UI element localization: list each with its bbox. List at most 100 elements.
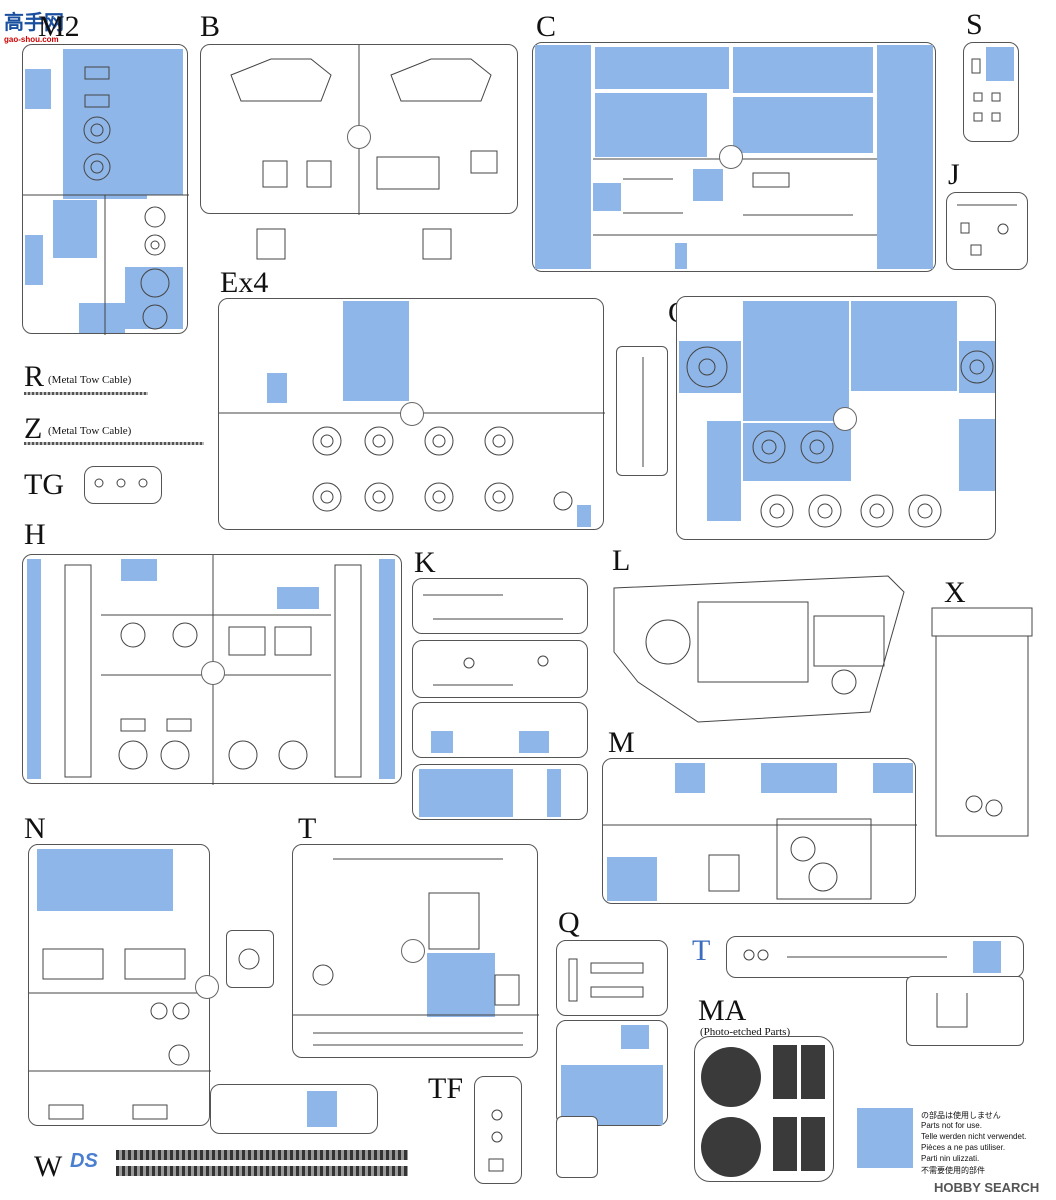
sprue-t2 [726, 936, 1024, 978]
tg-parts-drawing [94, 478, 148, 488]
hobby-search-watermark: HOBBY SEARCH [934, 1180, 1040, 1195]
sprue-c [532, 42, 936, 272]
legend-line-4: Pièces a ne pas utiliser. [921, 1143, 1006, 1152]
sprue-sub-z: (Metal Tow Cable) [48, 425, 132, 437]
unused-region [343, 301, 409, 401]
sprue-s [963, 42, 1019, 142]
g-runner-parts [642, 357, 644, 467]
t2-parts [743, 949, 947, 961]
unused-region [379, 559, 395, 779]
sprue-label-c: C [536, 10, 557, 43]
sprue-k-2 [412, 640, 588, 698]
sprue-k-4 [412, 764, 588, 820]
legend-swatch [857, 1108, 913, 1168]
unused-region [431, 731, 453, 753]
unused-region [851, 301, 957, 391]
unused-region [593, 183, 621, 211]
sprue-gate [400, 402, 424, 426]
unused-region [761, 763, 837, 793]
unused-region [25, 235, 43, 285]
h-parts-drawing [64, 555, 362, 785]
sprue-sub-ma: (Photo-etched Parts) [700, 1026, 791, 1038]
unused-region [607, 857, 657, 901]
sprue-b [200, 44, 518, 260]
sprue-label-t2: T [692, 934, 711, 967]
n-parts-drawing [29, 948, 211, 1120]
j-parts-drawing [957, 204, 1017, 256]
hull-part-x [931, 607, 1033, 837]
hull-bottom-l [613, 575, 905, 723]
sprue-gate [401, 939, 425, 963]
sprue-j [946, 192, 1028, 270]
sprue-gate [347, 125, 371, 149]
unused-region [973, 941, 1001, 973]
sprue-m2 [22, 44, 189, 335]
ex4-parts-drawing [219, 412, 605, 512]
sprue-label-t: T [298, 812, 317, 845]
q1-parts [568, 958, 644, 1002]
sprue-k-3 [412, 702, 588, 758]
unused-region [959, 419, 995, 491]
sprue-label-j: J [948, 158, 960, 191]
sprue-label-x: X [944, 576, 966, 609]
k2-parts [433, 655, 549, 686]
unused-region [959, 341, 995, 393]
watermark-logo: 高手网 gao-shou.com [4, 6, 64, 44]
n-side-part [238, 948, 260, 970]
sprue-h [22, 554, 402, 785]
unused-region [307, 1091, 337, 1127]
unused-region [577, 505, 591, 527]
sprue-label-m: M [608, 726, 635, 759]
sprue-label-tg: TG [24, 468, 64, 501]
unused-region [79, 303, 125, 333]
track-link-w-1 [116, 1150, 408, 1160]
sprue-gate [195, 975, 219, 999]
track-link-w-2 [116, 1166, 408, 1176]
legend-line-5: Parti nin ulizzati. [921, 1154, 980, 1163]
sprue-q-1 [556, 940, 668, 1016]
sprue-m [602, 758, 917, 904]
m-parts-drawing [603, 818, 917, 900]
unused-region [519, 731, 549, 753]
sprue-gate [201, 661, 225, 685]
sprue-tg [84, 466, 162, 504]
legend-line-2: Parts not for use. [921, 1121, 982, 1130]
sprue-gate [833, 407, 857, 431]
sprue-label-m2: M2 [38, 10, 80, 43]
sprue-n [28, 844, 219, 1126]
ma-parts-drawing [701, 1045, 825, 1177]
unused-region [877, 45, 933, 269]
unused-region [547, 769, 561, 817]
sprue-t [292, 844, 539, 1058]
sprue-q-2 [556, 1020, 668, 1126]
unused-region [561, 1065, 663, 1125]
sprue-label-n: N [24, 812, 46, 845]
sprue-label-q: Q [558, 906, 580, 939]
ds-logo: DS [70, 1150, 98, 1172]
unused-region [679, 341, 741, 393]
sprue-g [676, 296, 996, 540]
sprue-n-bottom [210, 1084, 378, 1134]
unused-region [427, 953, 495, 1017]
sprue-n-side [226, 930, 274, 988]
unused-region [707, 421, 741, 521]
sprue-label-l: L [612, 544, 631, 577]
sprue-g-runner [616, 346, 668, 476]
unused-region [419, 769, 513, 817]
t-parts-drawing [293, 858, 539, 1046]
sprue-t2-lower [906, 976, 1024, 1046]
unused-region [277, 587, 319, 609]
unused-region [125, 267, 183, 329]
unused-region [621, 1025, 649, 1049]
unused-region [693, 169, 723, 201]
t2-lower-parts [936, 993, 968, 1028]
sprue-label-tf: TF [428, 1072, 464, 1105]
unused-region [37, 849, 173, 911]
sprue-ex4 [218, 298, 605, 530]
g-parts-drawing [686, 346, 994, 528]
tf-parts [488, 1109, 504, 1172]
unused-region [125, 49, 183, 195]
unused-region [121, 559, 157, 581]
sprue-sub-r: (Metal Tow Cable) [48, 374, 132, 386]
sprue-label-s: S [966, 8, 983, 41]
